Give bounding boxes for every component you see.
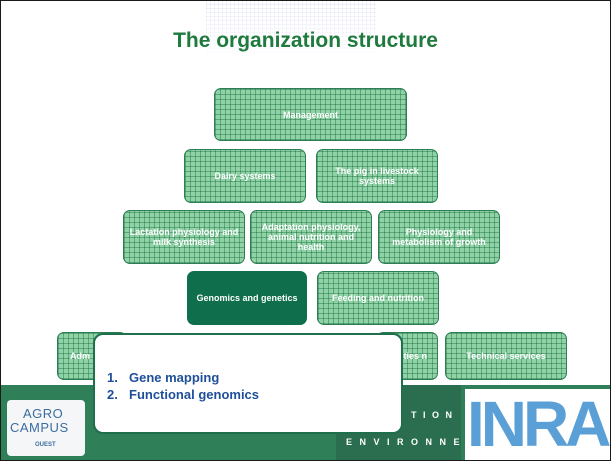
agro-logo-line3: OUEST xyxy=(35,442,56,448)
callout-item-text: Gene mapping xyxy=(129,370,220,385)
box-feeding-nutrition: Feeding and nutrition xyxy=(317,271,439,325)
box-genomics-genetics: Genomics and genetics xyxy=(187,271,307,325)
box-adaptation-physiology: Adaptation physiology, animal nutrition … xyxy=(250,210,372,264)
footer-text-tion: T I O N xyxy=(411,410,454,420)
callout-item: 1. Gene mapping xyxy=(107,369,259,386)
callout-box xyxy=(93,333,403,434)
inra-logo xyxy=(465,389,610,460)
box-physiology-growth: Physiology and metabolism of growth xyxy=(378,210,500,264)
box-technical-services: Technical services xyxy=(445,332,567,380)
box-management: Management xyxy=(214,88,407,141)
agro-logo-line1: AGRO xyxy=(23,406,64,421)
box-pig-livestock: The pig in livestock systems xyxy=(316,149,438,203)
callout-item-number: 2. xyxy=(107,387,118,402)
agrocampus-logo xyxy=(7,400,85,456)
footer-text-environnement: E N V I R O N N E M E N T xyxy=(346,437,518,447)
callout-list: 1. Gene mapping 2. Functional genomics xyxy=(107,369,259,403)
box-dairy-systems: Dairy systems xyxy=(184,149,306,203)
callout-item-number: 1. xyxy=(107,370,118,385)
decorative-pattern xyxy=(206,1,376,61)
inra-logo-text: INRA xyxy=(467,388,610,460)
callout-item-text: Functional genomics xyxy=(129,387,260,402)
callout-item: 2. Functional genomics xyxy=(107,386,259,403)
agro-logo-line2: CAMPUS xyxy=(10,420,69,435)
box-lactation-physiology: Lactation physiology and milk synthesis xyxy=(123,210,245,264)
slide-title: The organization structure xyxy=(173,29,438,52)
